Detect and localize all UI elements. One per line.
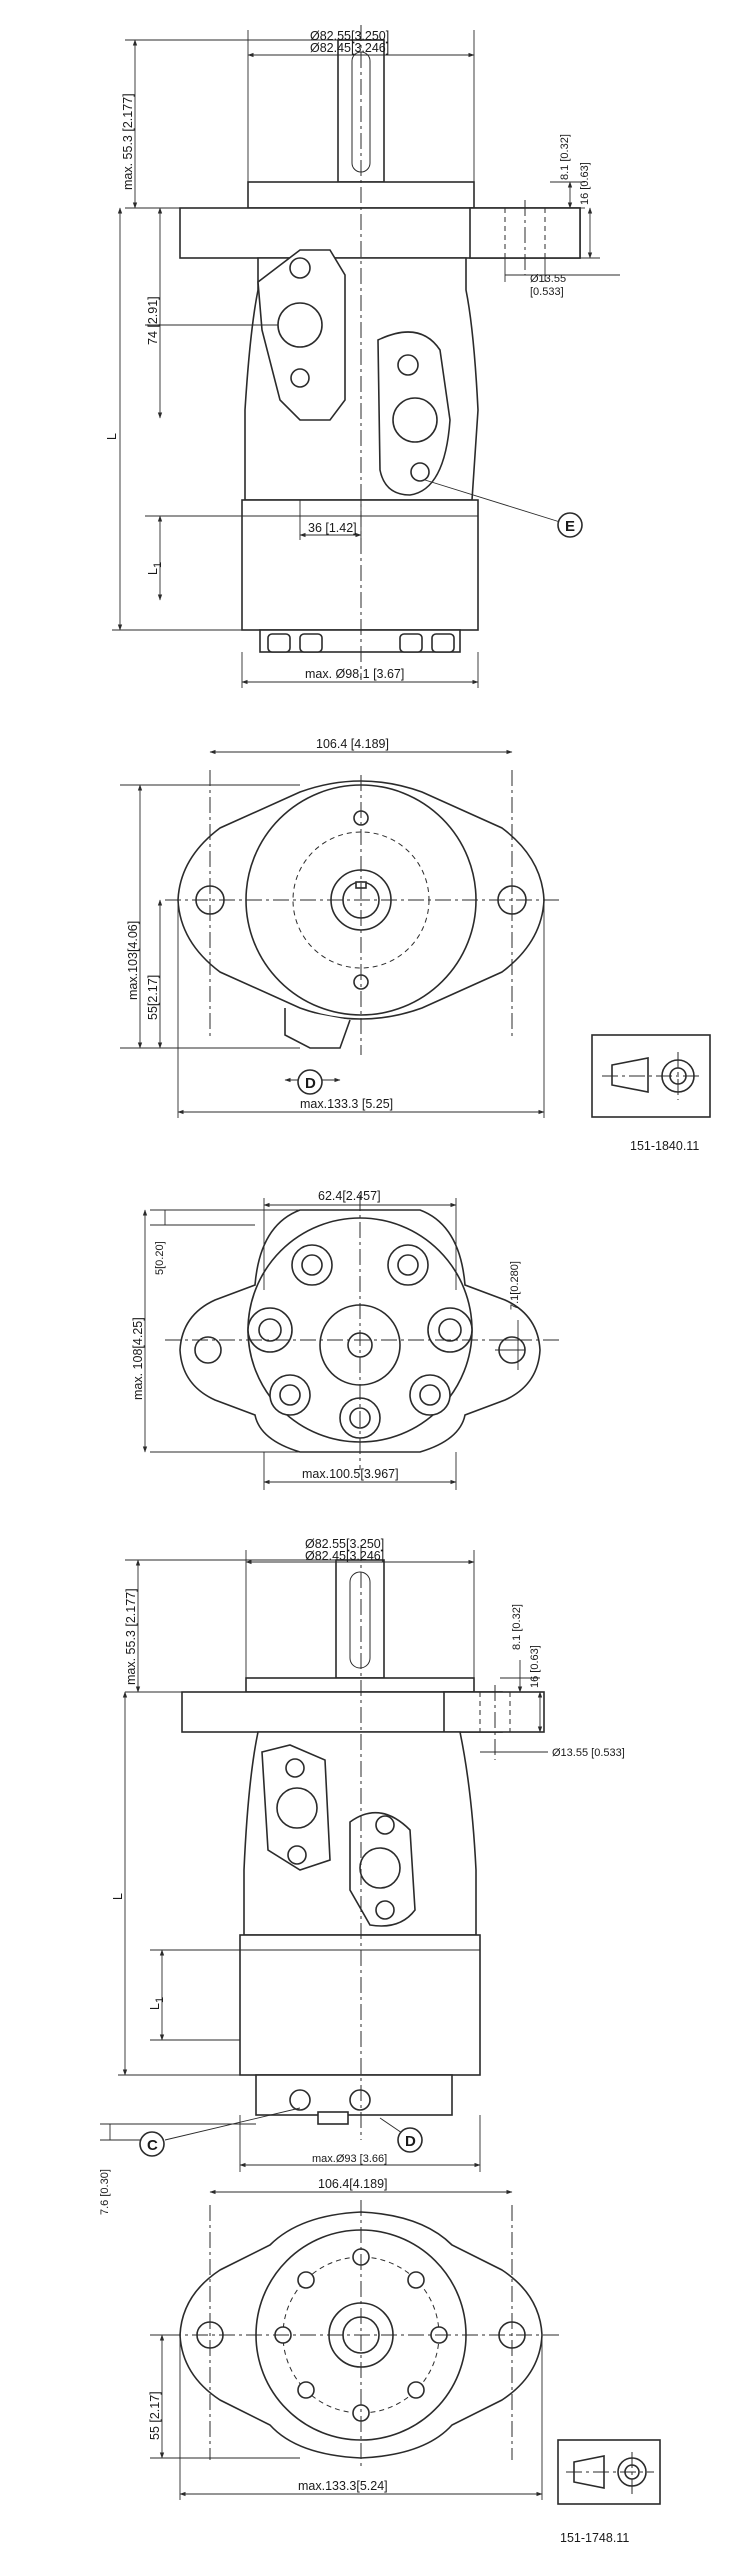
- c-hole-spacing-label: 106.4[4.189]: [318, 2177, 388, 2191]
- end-view-c: 106.4[4.189] 55 [2.17] max.133.3[5.24] 1…: [148, 2177, 661, 2545]
- rear-offset-right-label: 7.1[0.280]: [509, 1261, 521, 1310]
- c-flange-thickness-2-label: 16 [0.63]: [529, 1645, 541, 1688]
- pilot-dia-min-label: Ø82.45[3.246]: [310, 41, 389, 55]
- main-port-a: [277, 302, 323, 348]
- bolt-hole-inch-label: [0.533]: [530, 286, 564, 298]
- c-shaft-length-label: max. 55.3 [2.177]: [124, 1588, 138, 1685]
- c-overall-length-label: L: [111, 1893, 125, 1900]
- overall-length-label: L: [105, 433, 119, 440]
- rear-mount-hole-left: [194, 1336, 222, 1364]
- port-hole: [289, 257, 311, 279]
- port-hole: [290, 368, 310, 388]
- rear-width-label: max.100.5[3.967]: [302, 1467, 399, 1481]
- gear-set: [241, 499, 479, 631]
- hole-spacing-label: 106.4 [4.189]: [316, 737, 389, 751]
- end-view-a: 106.4 [4.189] max.103[4.06] 55[2.17] max…: [120, 737, 711, 1153]
- c-half-height-label: 55 [2.17]: [148, 2391, 162, 2440]
- pilot-c: [245, 1677, 475, 1693]
- c-flange-thickness-1-label: 8.1 [0.32]: [511, 1604, 523, 1650]
- shaft-length-label: max. 55.3 [2.177]: [121, 93, 135, 190]
- output-shaft-c: [335, 1559, 385, 1679]
- end-half-height-label: 55[2.17]: [146, 975, 160, 1020]
- c-pilot-dia-min-label: Ø82.45[3.246]: [305, 1549, 384, 1563]
- callout-d-label: D: [305, 1075, 316, 1092]
- flange-ear-c: [443, 1691, 545, 1733]
- pilot-dia-max-label: Ø82.55[3.250]: [310, 29, 389, 43]
- c-pilot-dia-max-label: Ø82.55[3.250]: [305, 1537, 384, 1551]
- rear-offset-top-label: 5[0.20]: [154, 1241, 166, 1275]
- main-port-b: [392, 397, 438, 443]
- flange-thickness-1-label: 8.1 [0.32]: [559, 134, 571, 180]
- c-bolt-hole-label: Ø13.55 [0.533]: [552, 1747, 625, 1759]
- main-port-c-a: [276, 1787, 318, 1829]
- callout-e-label: E: [565, 518, 575, 535]
- callout-d2-circle: [397, 2127, 423, 2153]
- rear-height-label: max. 108[4.25]: [131, 1317, 145, 1400]
- callout-c-label: C: [147, 2137, 158, 2154]
- drawing-number-c: 151-1748.11: [560, 2531, 629, 2545]
- length-l1-label: L1: [146, 562, 164, 575]
- callout-d2-label: D: [405, 2133, 416, 2150]
- port-distance-label: 74 [2.91]: [146, 296, 160, 345]
- side-view-c: Ø82.55[3.250] Ø82.45[3.246] max. 55.3 [2…: [99, 1537, 625, 2215]
- end-width-label: max.133.3 [5.25]: [300, 1097, 393, 1111]
- side-view-a: Ø82.55[3.250] Ø82.45[3.246] max. 55.3 [2…: [105, 25, 620, 688]
- rear-view-b: 62.4[2.457] max. 108[4.25] 5[0.20] 7.1[0…: [131, 1189, 560, 1490]
- gear-set-c: [239, 1934, 481, 2076]
- flange-thickness-2-label: 16 [0.63]: [579, 162, 591, 205]
- callout-d-circle: [297, 1069, 323, 1095]
- callout-c-circle: [139, 2131, 165, 2157]
- c-body-dia-label: max.Ø93 [3.66]: [312, 2153, 387, 2165]
- body-dia-label: max. Ø98.1 [3.67]: [305, 667, 404, 681]
- rear-bolts: [247, 1244, 473, 1439]
- port-hole: [397, 354, 419, 376]
- port-d: [284, 1008, 351, 1049]
- c-end-width-label: max.133.3[5.24]: [298, 2479, 388, 2493]
- rear-port-spacing-label: 62.4[2.457]: [318, 1189, 381, 1203]
- c-port-offset-label: 7.6 [0.30]: [99, 2169, 111, 2215]
- bolt-hole-label: Ø13.55: [530, 273, 566, 285]
- drawing-number-a: 151-1840.11: [630, 1139, 699, 1153]
- end-height-label: max.103[4.06]: [126, 921, 140, 1000]
- c-length-l1-label: L1: [148, 1997, 166, 2010]
- port-spacing-label: 36 [1.42]: [308, 521, 357, 535]
- callout-e-circle: [557, 512, 583, 538]
- port-hole-e: [410, 462, 430, 482]
- main-port-c-b: [359, 1847, 401, 1889]
